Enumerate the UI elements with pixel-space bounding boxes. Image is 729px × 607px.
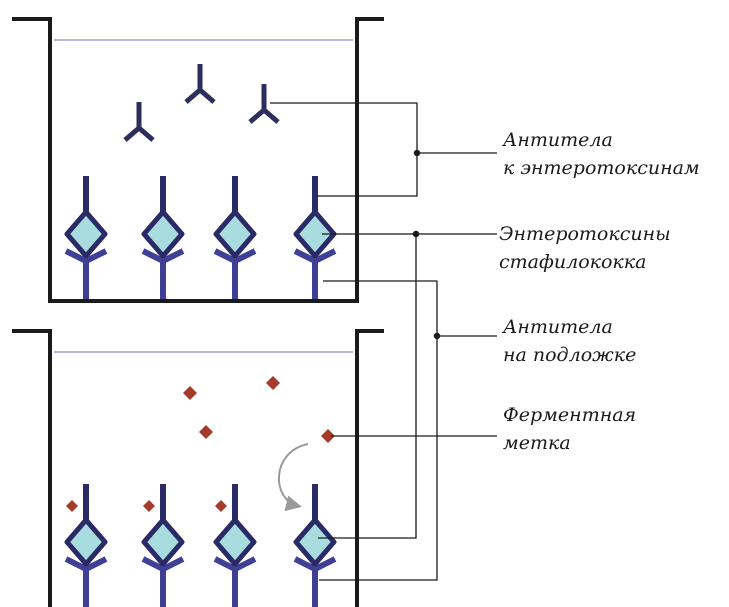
label-antibodies-on-substrate: Антитела на подложке [503, 313, 636, 369]
substrate-antibody-arms [141, 248, 185, 264]
label-line: на подложке [503, 344, 637, 366]
free-antibody [248, 84, 280, 124]
free-antibodies [123, 64, 280, 142]
free-enzyme-label [266, 376, 280, 390]
substrate-antibody-arms [213, 556, 257, 572]
substrate-antibody-arms [293, 556, 337, 572]
bottom-antibody-toxin-complexes [64, 484, 337, 607]
free-antibody-arms [123, 125, 155, 142]
antibody-toxin-complex [293, 176, 337, 299]
label-line: Ферментная [503, 404, 637, 426]
antibody-toxin-complex [64, 484, 108, 607]
enterotoxin [64, 517, 108, 567]
bottom-well [12, 329, 384, 607]
leader-lines [270, 102, 497, 581]
enterotoxin [141, 517, 185, 567]
label-enzyme-label: Ферментная метка [503, 401, 636, 457]
enzyme-marker [215, 500, 227, 512]
free-antibody-arms [248, 107, 280, 124]
label-line: метка [503, 432, 571, 454]
label-line: Антитела [503, 129, 613, 151]
enterotoxin [213, 209, 257, 259]
free-enzyme-labels [183, 376, 335, 443]
leader-staph-enterotoxins [318, 233, 497, 539]
free-antibody [184, 64, 216, 104]
substrate-antibody-arms [213, 248, 257, 264]
junction-dot-1 [413, 149, 421, 157]
enterotoxin [213, 517, 257, 567]
antibody-toxin-complex [141, 176, 185, 299]
substrate-antibody-arms [64, 248, 108, 264]
leader-antibodies-on-substrate [319, 280, 497, 581]
free-antibody-arms [184, 87, 216, 104]
label-antibodies-to-enterotoxins: Антитела к энтеротоксинам [503, 126, 700, 182]
enterotoxin [293, 517, 337, 567]
antibody-toxin-complex [293, 484, 337, 607]
enterotoxin [141, 209, 185, 259]
top-well-walls [12, 17, 384, 303]
antibody-toxin-complex [64, 176, 108, 299]
free-antibody [123, 102, 155, 142]
antibody-toxin-complex [213, 484, 257, 607]
enterotoxin [293, 209, 337, 259]
bottom-well-walls [12, 329, 384, 607]
label-staph-enterotoxins: Энтеротоксины стафилококка [499, 220, 671, 276]
junction-dot-3 [433, 332, 441, 340]
top-well [12, 17, 384, 303]
substrate-antibody-arms [64, 556, 108, 572]
leader-antibodies-to-enterotoxins [270, 102, 497, 197]
substrate-antibody-arms [293, 248, 337, 264]
substrate-antibody-arms [141, 556, 185, 572]
binding-arrow [277, 443, 309, 512]
label-line: к энтеротоксинам [503, 157, 700, 179]
antibody-toxin-complex [213, 176, 257, 299]
enzyme-marker [66, 500, 78, 512]
top-antibody-toxin-complexes [64, 176, 337, 299]
antibody-toxin-complex [141, 484, 185, 607]
free-enzyme-label [183, 386, 197, 400]
free-enzyme-label [321, 429, 335, 443]
enterotoxin [64, 209, 108, 259]
label-line: Энтеротоксины [499, 223, 671, 245]
label-line: стафилококка [499, 251, 647, 273]
label-line: Антитела [503, 316, 613, 338]
free-enzyme-label [199, 425, 213, 439]
enzyme-marker [143, 500, 155, 512]
junction-dot-2 [412, 230, 420, 238]
